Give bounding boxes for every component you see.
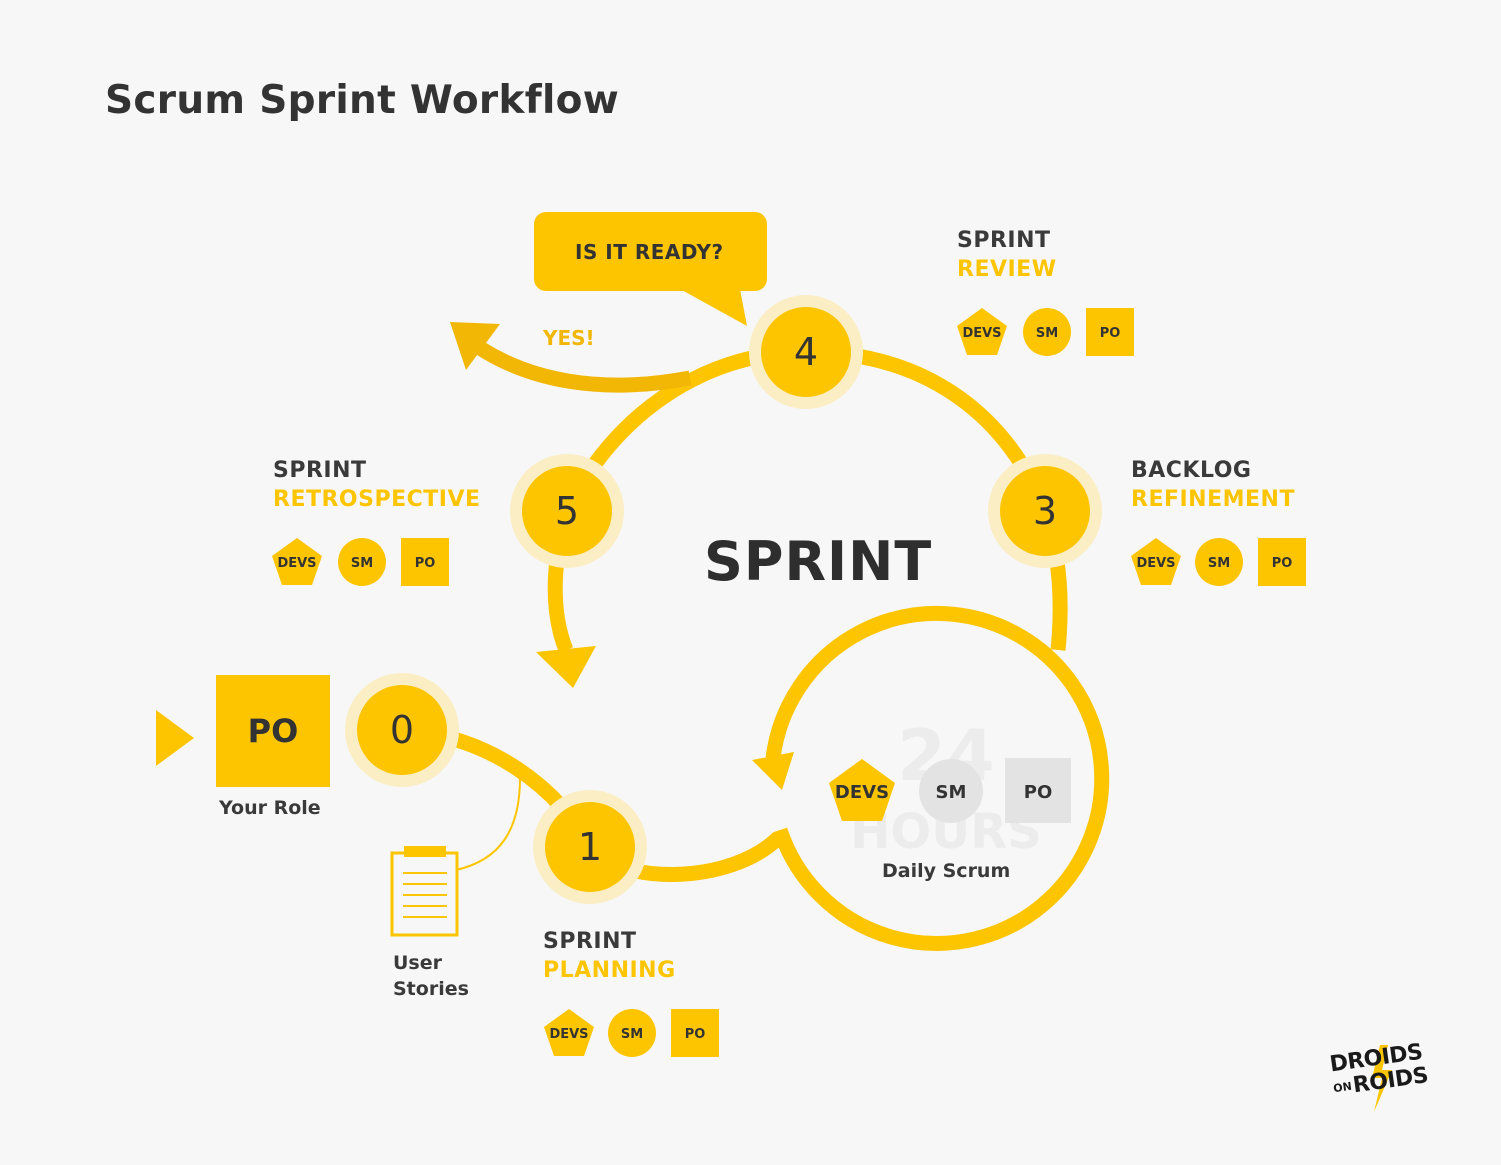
roles-retrospective: DEVS SM PO <box>272 538 449 586</box>
planning-title-line2: PLANNING <box>543 958 676 983</box>
devs-label: DEVS <box>962 326 1001 341</box>
sm-circle-icon <box>1023 308 1071 356</box>
clipboard-icon <box>390 846 459 937</box>
step-0-number: 0 <box>389 708 415 752</box>
devs-pentagon-icon <box>1131 538 1181 585</box>
roles-review: DEVS SM PO <box>957 308 1134 356</box>
roles-planning: DEVS SM PO <box>544 1009 719 1057</box>
devs-pentagon-icon <box>957 308 1007 355</box>
devs-pentagon-icon <box>272 538 322 585</box>
review-title-line1: SPRINT <box>957 228 1051 253</box>
retrospective-title-line1: SPRINT <box>273 458 367 483</box>
po-square-icon <box>1086 308 1134 356</box>
devs-label: DEVS <box>835 782 889 803</box>
step-0-node <box>357 685 447 775</box>
step-1-node <box>545 802 635 892</box>
user-stories-line1: User <box>393 952 442 974</box>
sm-label: SM <box>621 1027 643 1042</box>
sm-label: SM <box>936 782 967 803</box>
step-5-node <box>522 466 612 556</box>
your-role-badge-label: PO <box>247 712 299 750</box>
refinement-title-line1: BACKLOG <box>1131 458 1252 483</box>
po-square-icon <box>1258 538 1306 586</box>
retrospective-title-line2: RETROSPECTIVE <box>273 487 481 512</box>
review-title-line2: REVIEW <box>957 257 1057 282</box>
po-label: PO <box>415 556 436 571</box>
po-label: PO <box>1272 556 1293 571</box>
sm-circle-icon <box>919 759 983 823</box>
devs-label: DEVS <box>277 556 316 571</box>
devs-pentagon-icon <box>829 759 895 821</box>
po-label: PO <box>685 1027 706 1042</box>
sm-circle-icon <box>1195 538 1243 586</box>
sm-label: SM <box>1036 326 1058 341</box>
ready-bubble <box>534 212 767 291</box>
devs-pentagon-icon <box>544 1009 594 1056</box>
daily-scrum-label: Daily Scrum <box>882 860 1011 882</box>
step-4-number: 4 <box>793 330 819 374</box>
yes-arrowhead <box>450 322 500 370</box>
roles-refinement: DEVS SM PO <box>1131 538 1306 586</box>
user-stories-line2: Stories <box>393 978 469 1000</box>
daily-scrum-loop <box>765 605 1110 951</box>
yes-label: YES! <box>543 326 595 350</box>
po-label: PO <box>1024 782 1053 803</box>
arrow-into-planning <box>536 646 596 688</box>
sm-label: SM <box>1208 556 1230 571</box>
planning-title-line1: SPRINT <box>543 929 637 954</box>
ready-question: IS IT READY? <box>575 240 724 264</box>
yes-arrow-path <box>475 341 692 393</box>
ready-bubble-tail <box>680 289 747 326</box>
sm-label: SM <box>351 556 373 571</box>
your-role-pointer-icon <box>156 710 194 766</box>
sprint-center-label: SPRINT <box>704 530 933 593</box>
step-5-number: 5 <box>554 489 580 533</box>
step-3-node <box>1000 466 1090 556</box>
step-4-node <box>761 307 851 397</box>
sm-circle-icon <box>338 538 386 586</box>
refinement-title-line2: REFINEMENT <box>1131 487 1295 512</box>
step-3-number: 3 <box>1032 489 1058 533</box>
user-stories-connector <box>455 777 521 871</box>
page-title: Scrum Sprint Workflow <box>105 78 620 123</box>
your-role-badge <box>216 675 330 787</box>
devs-label: DEVS <box>549 1027 588 1042</box>
sm-circle-icon <box>608 1009 656 1057</box>
roles-daily-scrum: DEVS SM PO <box>829 758 1071 823</box>
your-role-label: Your Role <box>219 797 321 819</box>
po-square-icon <box>671 1009 719 1057</box>
po-square-icon <box>401 538 449 586</box>
devs-label: DEVS <box>1136 556 1175 571</box>
po-square-icon <box>1005 758 1071 823</box>
daily-arrowhead <box>752 752 794 790</box>
logo-bolt-icon <box>1372 1045 1392 1112</box>
step-1-number: 1 <box>577 825 603 869</box>
logo-line2-small: ON <box>1332 1079 1353 1096</box>
po-label: PO <box>1100 326 1121 341</box>
